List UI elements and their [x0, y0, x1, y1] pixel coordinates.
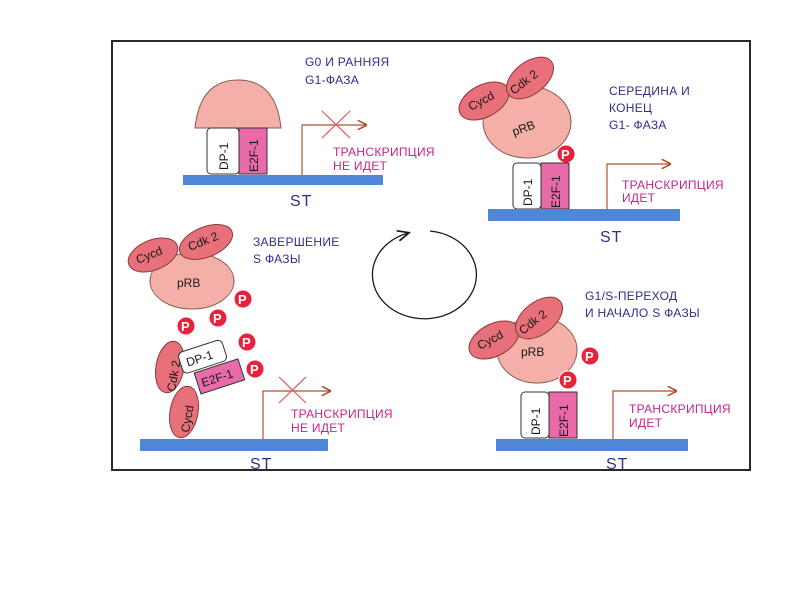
transcription-arrow — [301, 125, 366, 175]
cycle-arrow — [371, 231, 478, 320]
panel-title-line1: СЕРЕДИНА И — [609, 84, 690, 98]
phosphate-circle — [580, 346, 600, 366]
status-line1: ТРАНСКРИПЦИЯ — [333, 145, 435, 159]
phosphate-circle — [233, 289, 253, 309]
cycle-circle — [371, 231, 478, 320]
cycd-blob — [127, 237, 179, 273]
dna-bar — [488, 209, 680, 221]
panel-g0-early-g1: DP-1 E2F-1 ST G0 И РАННЯЯ G1-ФАЗА ТРАНСК… — [183, 55, 435, 210]
phosphate-circle — [237, 332, 257, 352]
dp1-label: DP-1 — [217, 142, 231, 170]
status-line2: ИДЕТ — [622, 191, 656, 205]
phosphate-circle — [176, 316, 196, 336]
status-line1: ТРАНСКРИПЦИЯ — [291, 407, 393, 421]
phosphate-label: P — [181, 319, 190, 334]
dp1-label: DP-1 — [529, 407, 543, 435]
phosphate-label: P — [563, 373, 572, 388]
transcription-arrow — [262, 391, 330, 439]
e2f1-label: E2F-1 — [557, 404, 571, 437]
phosphate-label: P — [213, 311, 222, 326]
panel-title-line2: И НАЧАЛО S ФАЗЫ — [585, 306, 700, 320]
status-line2: НЕ ИДЕТ — [291, 421, 346, 435]
prb-label: pRB — [521, 345, 544, 359]
dp1-e2f1-complex: DP-1 E2F-1 — [178, 339, 246, 395]
e2f1-box — [540, 162, 570, 210]
status-line2: ИДЕТ — [629, 416, 663, 430]
e2f1-label: E2F-1 — [247, 139, 261, 172]
panel-end-s-phase: pRB Cycd Cdk 2 P P P P P Cdk 2 Cycd DP — [127, 224, 393, 473]
panel-title-line3: G1- ФАЗА — [609, 118, 667, 132]
e2f1-box — [193, 358, 246, 395]
prb-label: pRB — [177, 276, 200, 290]
panel-title-line2: S ФАЗЫ — [253, 252, 301, 266]
panel-title-line1: ЗАВЕРШЕНИЕ — [253, 235, 340, 249]
e2f1-box — [548, 391, 578, 439]
cdk2-blob — [506, 56, 554, 100]
dp1-box — [178, 339, 227, 374]
site-label: ST — [600, 229, 622, 246]
status-line1: ТРАНСКРИПЦИЯ — [629, 402, 731, 416]
prb-cap — [194, 79, 282, 129]
site-label: ST — [290, 193, 312, 210]
transcription-arrow — [606, 164, 670, 209]
phosphate-label: P — [561, 147, 570, 162]
phosphate-label: P — [250, 362, 259, 377]
cycd-label: Cycd — [178, 404, 197, 433]
site-label: ST — [250, 456, 272, 473]
panel-g1-s-transition: pRB Cycd Cdk 2 P P DP-1 E2F-1 ST G1/S-ПЕ… — [468, 289, 731, 473]
e2f1-box — [238, 127, 268, 175]
panel-title-line2: G1-ФАЗА — [305, 73, 359, 87]
phosphate-label: P — [585, 349, 594, 364]
dna-bar — [140, 439, 328, 451]
block-cross — [278, 376, 307, 404]
cdk2-blob — [178, 224, 234, 260]
phosphate-circle — [208, 308, 228, 328]
panel-mid-late-g1: pRB Cycd Cdk 2 P DP-1 E2F-1 ST СЕРЕДИНА … — [458, 56, 724, 246]
cdk2-blob — [515, 296, 563, 340]
phosphate-circle — [558, 370, 578, 390]
cycd-blob — [168, 385, 200, 439]
e2f1-label: E2F-1 — [549, 175, 563, 208]
dna-bar — [183, 175, 383, 185]
panel-title-line2: КОНЕЦ — [609, 101, 652, 115]
phosphate-circle — [245, 359, 265, 379]
site-label: ST — [606, 456, 628, 473]
phosphate-label: P — [238, 292, 247, 307]
transcription-arrow — [612, 391, 676, 439]
panel-title-line1: G0 И РАННЯЯ — [305, 55, 389, 69]
cdk2-label: Cdk 2 — [164, 359, 183, 393]
dp1-label: DP-1 — [521, 178, 535, 206]
panel-title-line1: G1/S-ПЕРЕХОД — [585, 289, 677, 303]
status-line2: НЕ ИДЕТ — [333, 159, 388, 173]
dna-bar — [496, 439, 688, 451]
phosphate-label: P — [242, 335, 251, 350]
status-line1: ТРАНСКРИПЦИЯ — [622, 178, 724, 192]
block-cross — [321, 110, 351, 139]
